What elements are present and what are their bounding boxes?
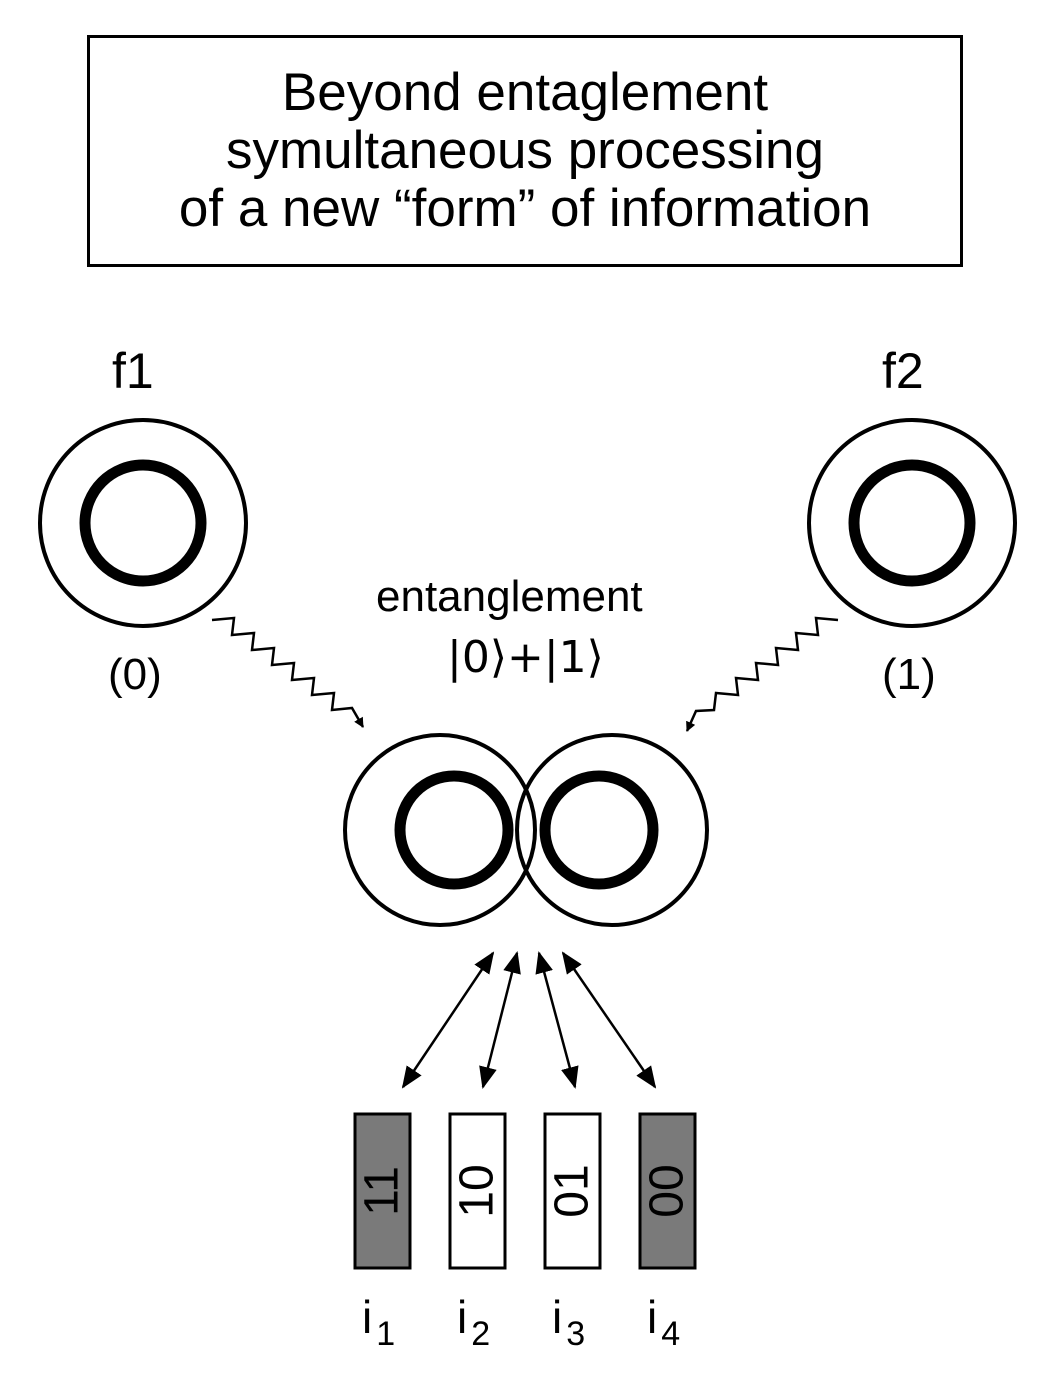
arrow-register-4 [561,951,657,1089]
wavy-arrow-f1 [211,616,365,728]
register-1-index-sub: 1 [376,1315,396,1353]
register-3-index-letter: i [552,1291,563,1343]
wavy-arrow-f2 [685,616,839,732]
register-1-index-letter: i [362,1291,373,1343]
register-1-bits: 11 [356,1166,409,1216]
arrow-register-3 [535,951,579,1089]
register-2: 10 [448,1112,507,1270]
register-2-index-letter: i [457,1291,468,1343]
title-line-3: of a new “form” of information [178,179,872,238]
register-4-index-letter: i [647,1291,658,1343]
register-2-bits: 10 [451,1164,504,1217]
register-2-index-sub: 2 [471,1315,491,1353]
register-1: 11 [353,1112,412,1270]
arrow-register-1 [401,951,495,1089]
f2-label: f2 [882,343,924,399]
title-line-1: Beyond entaglement [281,63,769,122]
register-4-bits: 00 [641,1164,694,1217]
f2-state-label: (1) [882,650,936,699]
register-3: 01 [543,1112,602,1270]
entanglement-label: entanglement [376,572,643,621]
f1-state-label: (0) [108,650,162,699]
register-3-index-sub: 3 [566,1315,586,1353]
qubit-f2 [807,418,1017,628]
f1-label: f1 [112,343,154,399]
register-3-bits: 01 [546,1164,599,1217]
register-4: 00 [638,1112,697,1270]
title-line-2: symultaneous processing [225,121,825,180]
entanglement-state-formula: |0⟩+|1⟩ [447,632,604,683]
qubit-f1 [38,418,248,628]
title-box: Beyond entaglement symultaneous processi… [87,35,963,267]
arrow-register-2 [479,951,521,1089]
entangled-pair [343,733,709,927]
register-4-index-sub: 4 [661,1315,681,1353]
